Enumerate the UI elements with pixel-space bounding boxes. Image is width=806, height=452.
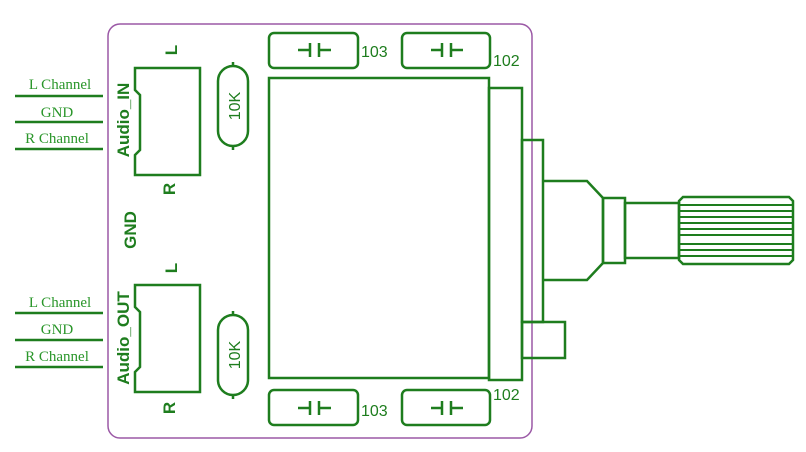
pot-flange <box>487 86 524 382</box>
input-wires: L Channel GND R Channel <box>15 77 103 151</box>
pot-body <box>267 76 491 380</box>
capacitor-bottom-right: 102 <box>400 387 520 427</box>
board-outline <box>107 23 533 439</box>
pot-knurled-knob <box>677 195 795 266</box>
output-wires: L Channel GND R Channel <box>15 295 103 369</box>
capacitor-top-left-value: 103 <box>361 44 388 61</box>
audio-in-label: Audio_IN <box>114 83 133 158</box>
wire-label-gnd-in: GND <box>41 105 74 121</box>
audio-out-connector <box>133 283 202 394</box>
audio-in-connector <box>133 66 202 177</box>
potentiometer <box>267 76 795 382</box>
capacitor-top-left: 103 <box>267 31 388 70</box>
capacitor-bottom-left: 103 <box>267 388 388 427</box>
capacitor-bottom-left-value: 103 <box>361 403 388 420</box>
pot-bushing <box>543 179 605 282</box>
audio-in-pin-l: L <box>162 45 181 55</box>
audio-out-pin-l: L <box>162 263 181 273</box>
pot-shaft <box>623 201 681 260</box>
audio-in-pin-r: R <box>160 183 179 195</box>
capacitor-top-right: 102 <box>400 31 520 70</box>
gnd-label: GND <box>121 211 140 249</box>
wire-label-r-out: R Channel <box>25 349 89 365</box>
capacitor-top-right-value: 102 <box>493 53 520 70</box>
audio-out-pin-r: R <box>160 402 179 414</box>
wire-label-l-out: L Channel <box>29 295 91 311</box>
wire-label-l-in: L Channel <box>29 77 91 93</box>
pot-tab <box>520 320 567 360</box>
wire-label-r-in: R Channel <box>25 131 89 147</box>
pot-collar <box>601 196 627 265</box>
resistor-in-value: 10K <box>227 91 244 120</box>
audio-out-label: Audio_OUT <box>114 291 133 385</box>
resistor-out-value: 10K <box>227 340 244 369</box>
capacitor-bottom-right-value: 102 <box>493 387 520 404</box>
wire-label-gnd-out: GND <box>41 322 74 338</box>
